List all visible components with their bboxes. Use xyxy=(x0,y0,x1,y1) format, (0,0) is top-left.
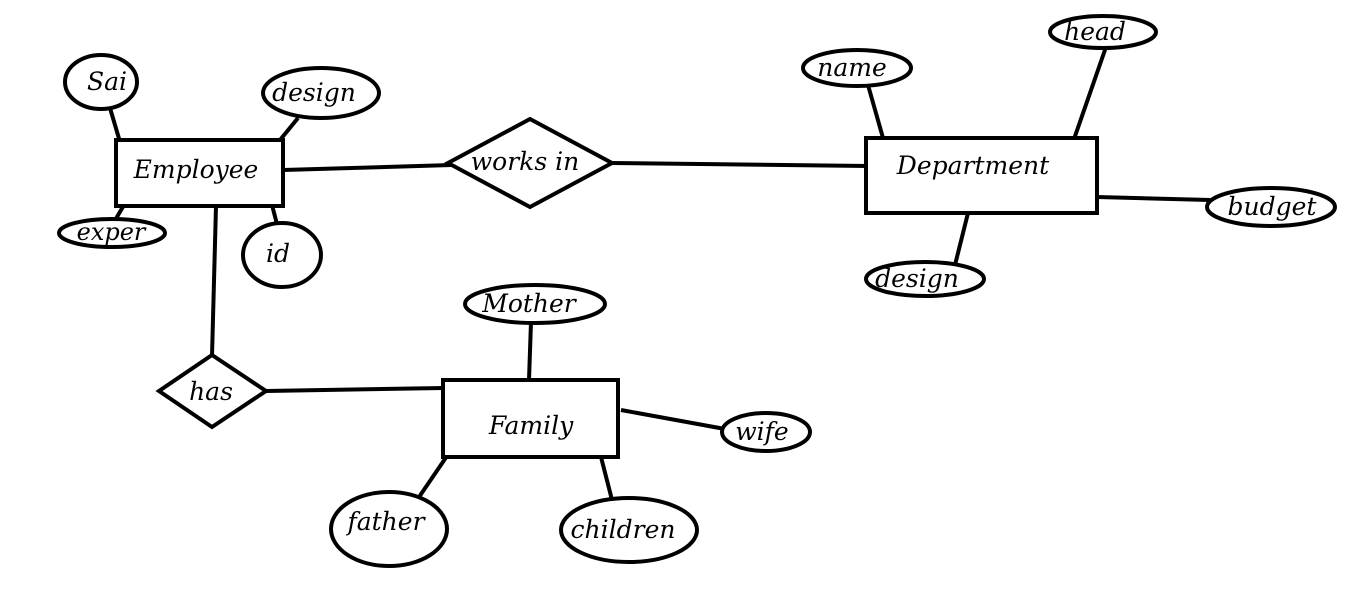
attribute-family-children-label: children xyxy=(571,515,676,544)
attribute-employee-exper-label: exper xyxy=(77,218,147,246)
edge-employee-design xyxy=(278,116,300,142)
attribute-family-mother: Mother xyxy=(463,283,607,325)
entity-family: Family xyxy=(441,378,620,459)
attribute-employee-sai-label: Sai xyxy=(87,67,127,96)
edge-has-family xyxy=(265,386,445,393)
attribute-department-head-label: head xyxy=(1064,17,1126,46)
edge-family-mother xyxy=(527,321,533,381)
entity-family-label: Family xyxy=(488,411,574,440)
connectors xyxy=(108,46,1211,502)
attribute-employee-id-label: id xyxy=(266,239,290,268)
entity-department: Department xyxy=(864,136,1099,215)
edge-employee-sai xyxy=(108,107,122,143)
edge-department-budget xyxy=(1096,195,1211,202)
edge-employee-works-in xyxy=(282,163,453,172)
attribute-department-design: design xyxy=(864,260,986,298)
edge-employee-has xyxy=(210,205,218,357)
attribute-family-mother-label: Mother xyxy=(481,289,578,318)
attribute-employee-sai: Sai xyxy=(63,53,139,111)
edge-department-design xyxy=(953,212,970,266)
relationship-works-in-label: works in xyxy=(471,147,579,176)
relationship-has-label: has xyxy=(189,377,233,406)
attribute-family-wife-label: wife xyxy=(735,417,788,446)
attribute-department-head: head xyxy=(1048,14,1158,50)
attribute-employee-design: design xyxy=(261,66,381,120)
attribute-department-name: name xyxy=(801,48,913,88)
edge-department-head xyxy=(1071,46,1108,143)
attribute-family-children: children xyxy=(559,496,699,564)
entity-department-label: Department xyxy=(896,151,1050,180)
attribute-employee-design-label: design xyxy=(272,78,356,107)
edge-department-name xyxy=(866,84,885,139)
attribute-department-name-label: name xyxy=(817,53,887,82)
edge-family-children xyxy=(599,456,614,501)
entity-employee-label: Employee xyxy=(133,155,259,184)
relationship-works-in: works in xyxy=(443,116,617,210)
attribute-employee-id: id xyxy=(241,221,323,289)
relationship-has: has xyxy=(155,352,270,430)
attribute-department-design-label: design xyxy=(875,264,959,293)
attribute-family-father-label: father xyxy=(345,507,426,536)
entity-employee: Employee xyxy=(114,138,285,208)
attribute-employee-exper: exper xyxy=(57,217,167,249)
edge-family-wife xyxy=(620,408,726,431)
edge-works-in-department xyxy=(609,161,869,168)
edge-family-father xyxy=(415,454,449,502)
attribute-family-wife: wife xyxy=(720,411,812,453)
attribute-family-father: father xyxy=(329,490,449,568)
attribute-department-budget: budget xyxy=(1205,186,1337,228)
attribute-department-budget-label: budget xyxy=(1228,192,1318,221)
